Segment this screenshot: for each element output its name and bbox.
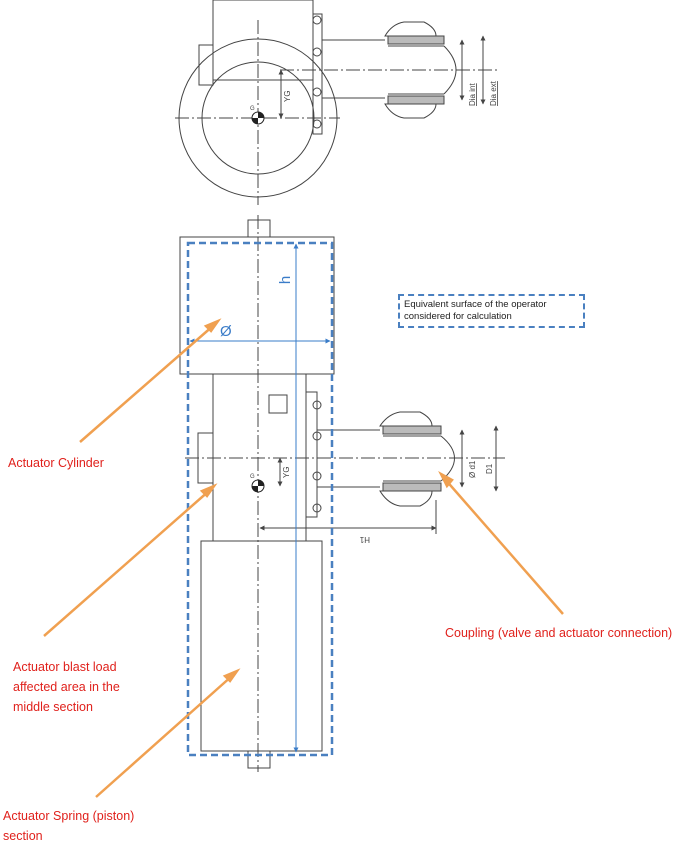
- side-yg-label: YG: [282, 466, 291, 478]
- blast-area-label: Actuator blast load affected area in the…: [13, 657, 120, 717]
- spring-line2: section: [3, 829, 43, 843]
- bottom-stub: [247, 750, 271, 769]
- top-view: [175, 0, 500, 205]
- blast-area-line2: affected area in the: [13, 680, 120, 694]
- top-yg-label: YG: [283, 90, 292, 102]
- top-stub: [247, 219, 271, 238]
- actuator-cylinder: [179, 236, 335, 375]
- equivalent-surface-outline: [186, 241, 334, 757]
- middle-small-square: [268, 394, 288, 414]
- coupling-label: Coupling (valve and actuator connection): [445, 626, 673, 640]
- top-flange: [312, 13, 323, 135]
- top-housing: [212, 0, 314, 81]
- d1-inner-label: Ø d1: [468, 460, 477, 478]
- dia-int-label: Dia int: [468, 83, 477, 106]
- top-side-block: [198, 44, 214, 86]
- d1-label: D1: [485, 463, 494, 474]
- blast-area-line3: middle section: [13, 700, 93, 714]
- side-cog-symbol: [251, 479, 265, 493]
- spring-section: [200, 540, 323, 752]
- blast-area-line1: Actuator blast load: [13, 660, 117, 674]
- actuator-cylinder-label: Actuator Cylinder: [8, 456, 104, 470]
- h-label: h: [277, 276, 294, 284]
- callout-arrows: [43, 318, 564, 798]
- side-cog-mark: G: [250, 474, 255, 480]
- h1-label: H1: [359, 535, 370, 544]
- legend-box: Equivalent surface of the operator consi…: [398, 294, 585, 328]
- diameter-label: Ø: [220, 323, 232, 340]
- top-cog-symbol: [251, 111, 265, 125]
- spring-line1: Actuator Spring (piston): [3, 809, 135, 823]
- spring-section-label: Actuator Spring (piston) section: [3, 806, 134, 846]
- side-flange: [305, 391, 318, 518]
- legend-text-line2: considered for calculation: [404, 311, 512, 322]
- dia-ext-label: Dia ext: [489, 80, 498, 106]
- side-view: [179, 215, 505, 772]
- legend-text-line1: Equivalent surface of the operator: [404, 299, 547, 310]
- top-cog-mark: G: [250, 106, 255, 112]
